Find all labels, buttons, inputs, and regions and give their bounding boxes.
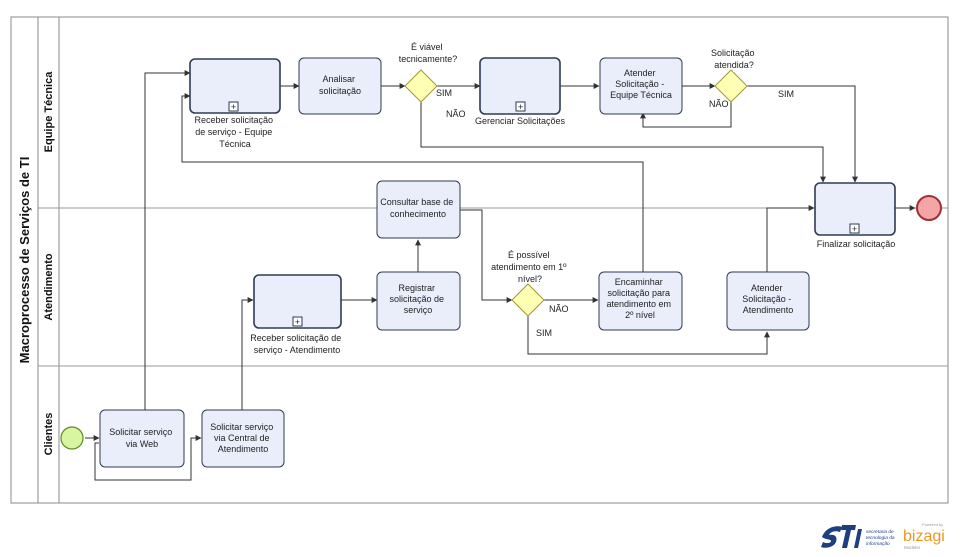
sti-line-1: secretaria de xyxy=(866,529,894,535)
task-atender-equipe[interactable]: Atender Solicitação - Equipe Técnica xyxy=(599,57,683,115)
task-label: Atender Solicitação - Equipe Técnica xyxy=(610,68,672,100)
flow-encaminhar-equipe xyxy=(181,93,644,272)
sti-line-3: informação xyxy=(866,541,890,547)
gateway-no-label: NÃO xyxy=(446,109,466,119)
brand-sub: Modeler xyxy=(904,545,921,550)
gateway-question: Solicitação atendida? xyxy=(711,48,757,70)
gateway-question: É viável tecnicamente? xyxy=(399,42,458,64)
task-label: Atender Solicitação - Atendimento xyxy=(742,283,794,315)
flow-web-central xyxy=(94,435,202,481)
task-finalizar[interactable]: + Finalizar solicitação xyxy=(814,182,896,249)
flow-central-atend xyxy=(241,297,254,410)
footer-logos: secretaria de tecnologia da informação P… xyxy=(821,522,945,550)
sequence-flows xyxy=(85,70,916,481)
task-label: Registrar solicitação de serviço xyxy=(389,283,446,315)
task-label: Solicitar serviço via Central de Atendim… xyxy=(210,422,276,454)
lane-title-clientes: Clientes xyxy=(43,413,55,456)
flow-gateway-sim xyxy=(527,316,770,355)
task-label: Finalizar solicitação xyxy=(817,239,896,249)
task-label: Receber solicitação de serviço - Atendim… xyxy=(250,333,344,355)
start-event[interactable] xyxy=(60,426,84,450)
task-via-central[interactable]: Solicitar serviço via Central de Atendim… xyxy=(201,409,285,468)
task-label: Encaminhar solicitação para atendimento … xyxy=(606,277,673,320)
gateway-no-label: NÃO xyxy=(709,99,729,109)
task-receber-equipe[interactable]: + Receber solicitação de serviço - Equip… xyxy=(189,58,281,149)
task-label: Solicitar serviço via Web xyxy=(109,427,175,449)
flow-web-equipe xyxy=(144,70,191,410)
flow-consultar-gateway xyxy=(460,209,513,303)
sti-line-2: tecnologia da xyxy=(866,535,895,541)
end-event[interactable] xyxy=(916,195,942,221)
gateway-question: É possível atendimento em 1º nível? xyxy=(491,250,569,284)
subprocess-marker-icon xyxy=(292,316,303,327)
task-gerenciar[interactable]: + Gerenciar Solicitações xyxy=(475,57,566,126)
gateway-yes-label: SIM xyxy=(536,328,552,338)
plus-icon: + xyxy=(231,102,236,112)
flow-atendida-sim xyxy=(747,85,858,183)
plus-icon: + xyxy=(518,102,523,112)
gateway-atendida[interactable]: Solicitação atendida? SIM NÃO xyxy=(709,48,794,109)
gateway-yes-label: SIM xyxy=(436,88,452,98)
powered-by: Powered by xyxy=(922,522,943,527)
task-label: Analisar solicitação xyxy=(319,74,361,96)
task-label: Receber solicitação de serviço - Equipe … xyxy=(194,115,275,149)
bizagi-logo: Powered by bizagi Modeler xyxy=(903,522,945,550)
brand-name: bizagi xyxy=(903,528,945,545)
task-label: Gerenciar Solicitações xyxy=(475,116,566,126)
task-consultar[interactable]: Consultar base de conhecimento xyxy=(376,180,461,239)
gateway-no-label: NÃO xyxy=(549,304,569,314)
gateway-yes-label: SIM xyxy=(778,89,794,99)
task-analisar[interactable]: Analisar solicitação xyxy=(298,57,382,115)
task-registrar[interactable]: Registrar solicitação de serviço xyxy=(376,271,461,331)
flow-viavel-nao xyxy=(420,102,826,183)
plus-icon: + xyxy=(852,224,857,234)
plus-icon: + xyxy=(295,317,300,327)
lane-title-equipe: Equipe Técnica xyxy=(43,71,55,153)
task-atender-atendimento[interactable]: Atender Solicitação - Atendimento xyxy=(726,271,810,331)
task-encaminhar[interactable]: Encaminhar solicitação para atendimento … xyxy=(598,271,683,331)
task-label: Consultar base de conhecimento xyxy=(380,197,456,219)
gateway-viavel[interactable]: É viável tecnicamente? SIM NÃO xyxy=(399,42,466,119)
subprocess-marker-icon xyxy=(515,101,526,112)
flow-atendida-nao xyxy=(640,102,732,128)
subprocess-marker-icon xyxy=(849,223,860,234)
sti-logo: secretaria de tecnologia da informação xyxy=(821,525,895,548)
flow-atend-finalizar xyxy=(766,205,815,272)
task-receber-atendimento[interactable]: + Receber solicitação de serviço - Atend… xyxy=(250,274,344,355)
subprocess-marker-icon xyxy=(228,101,239,112)
lane-title-atendimento: Atendimento xyxy=(43,253,55,321)
gateway-primeiro-nivel[interactable]: É possível atendimento em 1º nível? NÃO … xyxy=(491,250,569,338)
task-via-web[interactable]: Solicitar serviço via Web xyxy=(99,409,185,468)
pool-title: Macroprocesso de Serviços de TI xyxy=(17,157,32,364)
